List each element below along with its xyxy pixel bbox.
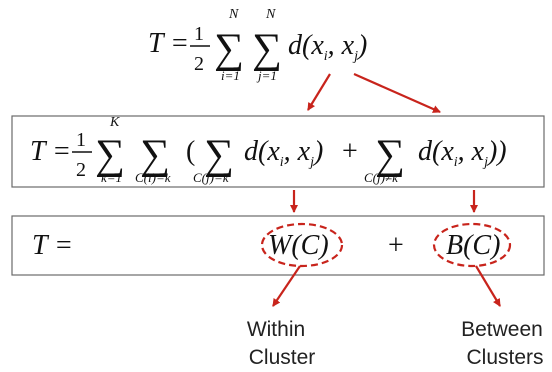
bottom-plus: + <box>388 230 404 261</box>
top-half-denominator: 2 <box>194 53 204 75</box>
bottom-lhs: T = <box>32 230 73 261</box>
middle-open-paren: ( <box>186 136 195 167</box>
bottom-equation: T = W(C) + B(C) <box>32 230 500 261</box>
top-distance-term: d(xi, xj) <box>288 30 367 64</box>
middle-half-numerator: 1 <box>76 129 86 151</box>
top-sum1-sigma: ∑ <box>214 26 244 72</box>
middle-distance-term-2: d(xi, xj)) <box>418 136 507 170</box>
within-term-highlight <box>260 222 344 268</box>
top-sum1-upper: N <box>228 7 239 22</box>
between-label-line2: Clusters <box>466 346 543 369</box>
arrow-top-to-within <box>307 73 331 111</box>
top-equation: T = 1 2 N ∑ i=1 N ∑ j=1 d(xi, xj) <box>148 7 367 83</box>
middle-equation: T = 1 2 K ∑ k=1 ∑ C(i)=k ( ∑ C(j)=k d(xi… <box>30 115 507 185</box>
top-sum1-lower: i=1 <box>221 68 240 83</box>
middle-inner-sum1-sigma: ∑ <box>204 132 234 178</box>
arrow-to-within-label <box>272 265 301 307</box>
top-half-numerator: 1 <box>194 23 204 45</box>
between-label-line1: Between <box>461 318 543 341</box>
top-lhs: T = <box>148 28 189 59</box>
top-sum2-lower: j=1 <box>256 68 277 83</box>
middle-sum-c-lower: C(i)=k <box>135 170 171 185</box>
middle-plus: + <box>342 136 358 167</box>
within-label-line2: Cluster <box>249 346 316 369</box>
middle-inner-sum2-lower: C(j)≠k <box>364 170 398 185</box>
top-sum2-sigma: ∑ <box>252 26 282 72</box>
middle-sum-k-sigma: ∑ <box>95 132 125 178</box>
middle-equation-box <box>11 115 545 188</box>
within-label-line1: Within <box>247 318 305 341</box>
middle-sum-c-sigma: ∑ <box>140 132 170 178</box>
within-cluster-term: W(C) <box>268 230 329 261</box>
between-term-highlight <box>432 222 512 268</box>
middle-inner-sum1-lower: C(j)=k <box>193 170 229 185</box>
middle-inner-sum2-sigma: ∑ <box>375 132 405 178</box>
arrow-to-between-label <box>475 265 501 307</box>
middle-lhs: T = <box>30 136 71 167</box>
middle-sum-k-lower: k=1 <box>101 170 122 185</box>
middle-half-denominator: 2 <box>76 159 86 181</box>
between-cluster-term: B(C) <box>446 230 500 261</box>
arrow-top-to-between <box>353 72 441 114</box>
top-sum2-upper: N <box>265 7 276 22</box>
middle-sum-k-upper: K <box>109 115 120 130</box>
